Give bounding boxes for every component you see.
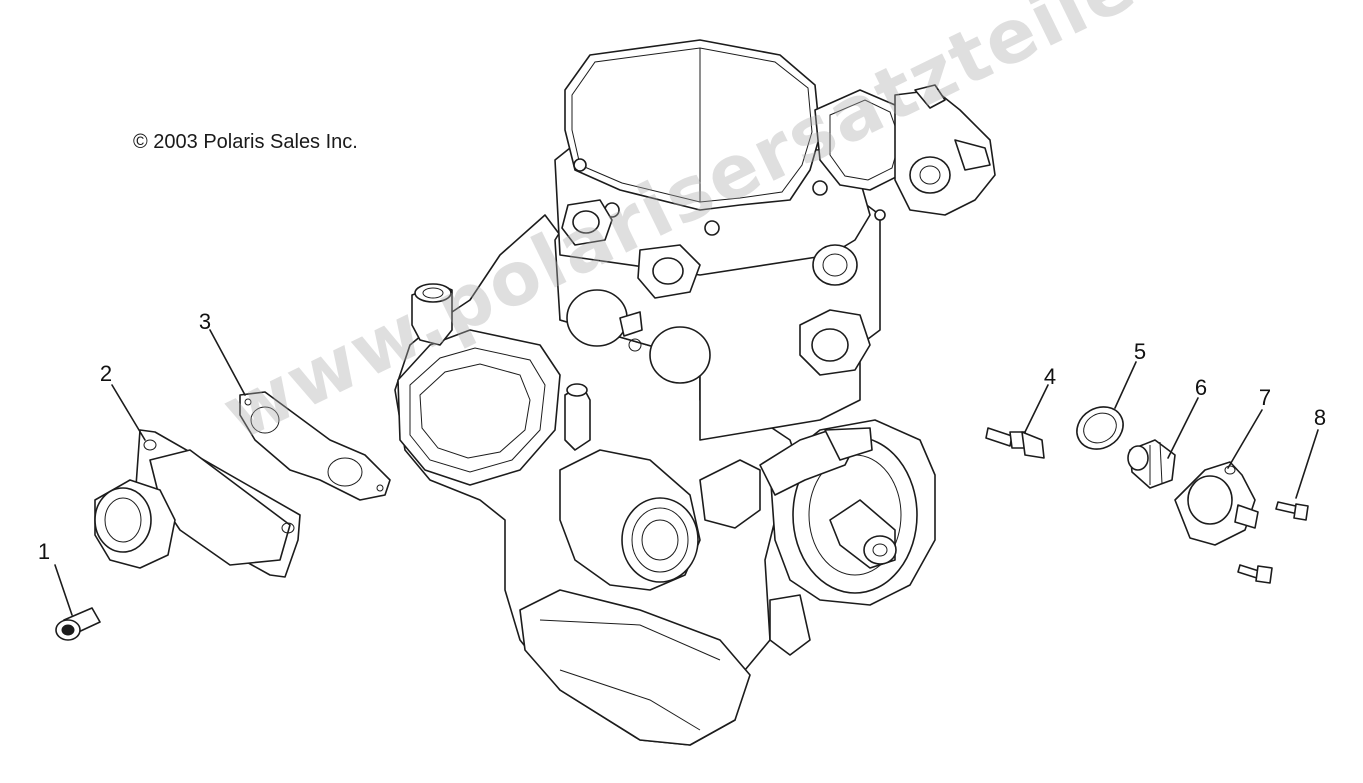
callout-7: 7 — [1258, 385, 1272, 410]
engine-assembly — [394, 39, 996, 746]
part-2-water-outlet — [94, 384, 301, 578]
part-1-bolt — [54, 564, 101, 641]
part-4-temperature-sensor — [985, 384, 1049, 459]
part-7-thermostat-housing — [1174, 409, 1263, 546]
callout-6: 6 — [1194, 375, 1208, 400]
part-6-thermostat — [1127, 397, 1199, 489]
callout-8: 8 — [1313, 405, 1327, 430]
part-5-o-ring — [1076, 361, 1137, 450]
part-8-bolts — [1237, 429, 1319, 584]
callout-5: 5 — [1133, 339, 1147, 364]
callout-4: 4 — [1043, 364, 1057, 389]
callout-3: 3 — [198, 309, 212, 334]
callout-1: 1 — [37, 539, 51, 564]
copyright-notice: © 2003 Polaris Sales Inc. — [133, 131, 358, 153]
callout-2: 2 — [99, 361, 113, 386]
part-3-gasket — [209, 329, 391, 501]
